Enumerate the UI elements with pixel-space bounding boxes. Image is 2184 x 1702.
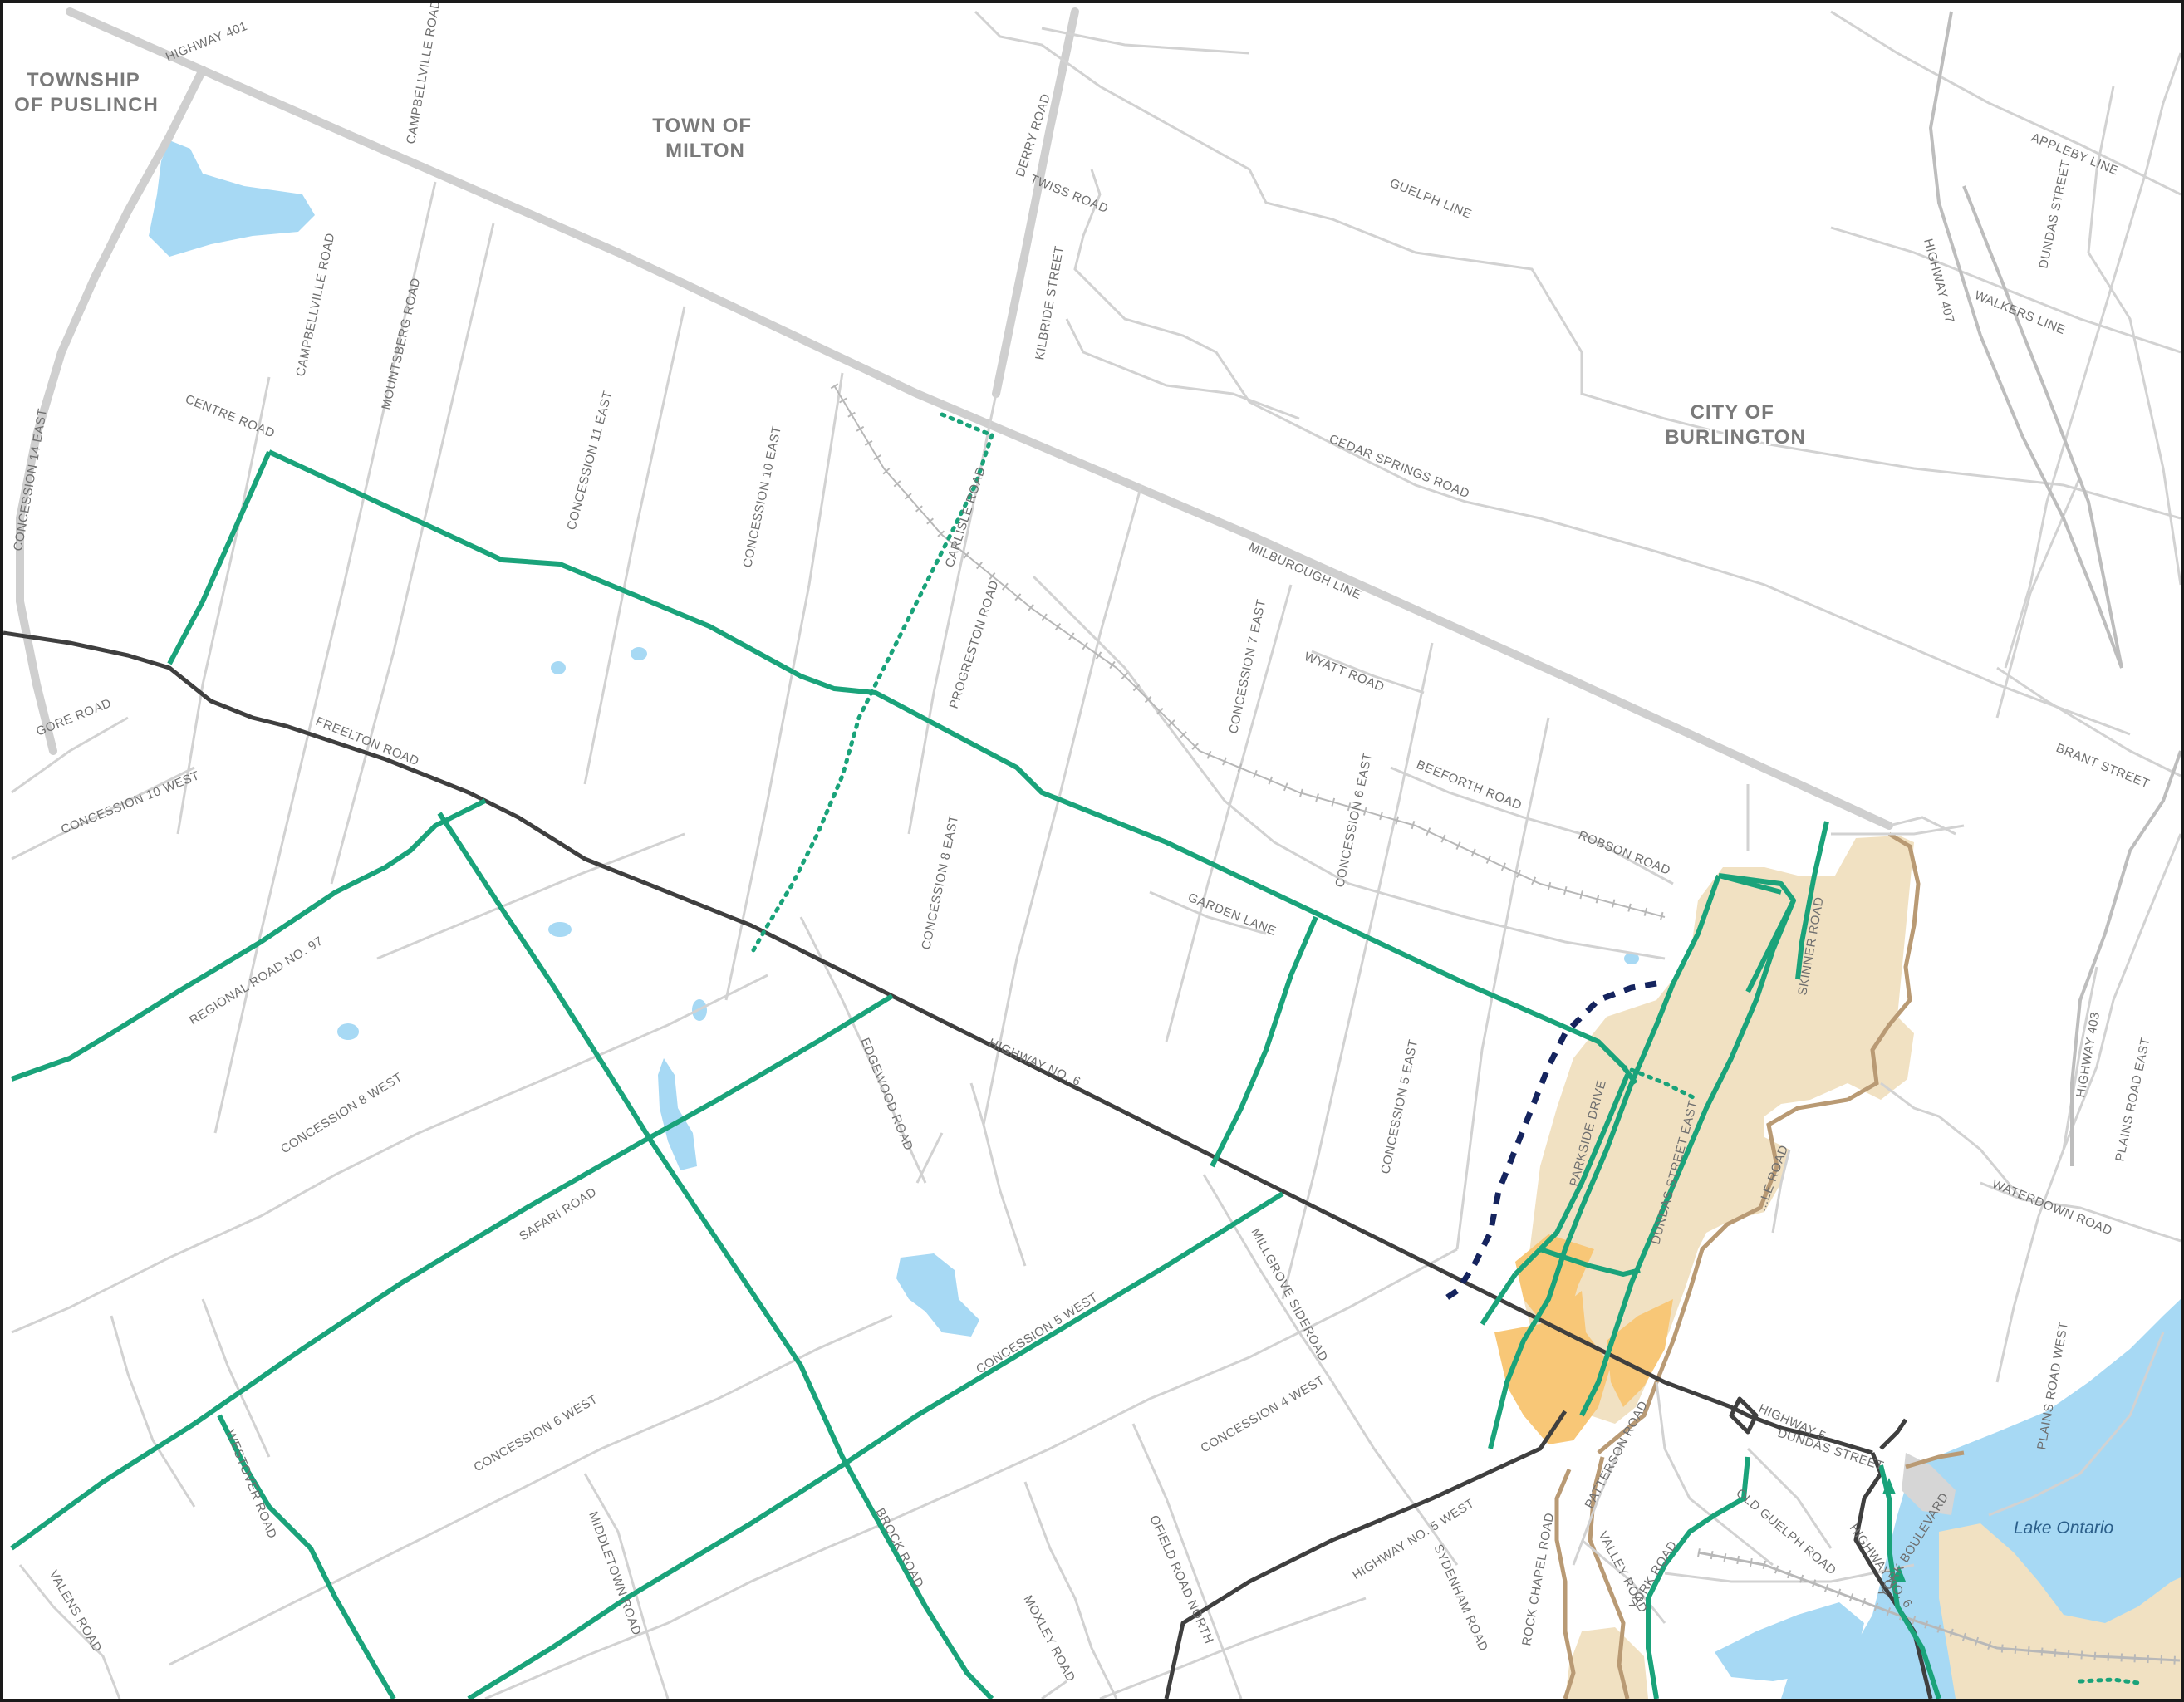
puslinch-boundary [16, 66, 207, 755]
grey-urban-strip [1902, 1453, 1956, 1515]
derry-boundary [992, 7, 1079, 398]
pond-small-5 [551, 661, 566, 674]
milton-burlington-boundary [66, 7, 1893, 830]
label-concession-10-west: CONCESSION 10 WEST [59, 768, 202, 837]
muni-label-burlington: CITY OF BURLINGTON [1665, 401, 1806, 449]
label-concession-7-east: CONCESSION 7 EAST [1226, 598, 1269, 735]
label-dundas-street-n: DUNDAS STREET [2036, 159, 2073, 270]
label-waterdown-road: WATERDOWN ROAD [1990, 1177, 2115, 1238]
label-appleby-line: APPLEBY LINE [2029, 130, 2121, 179]
urban-area-waterdown [1524, 836, 1914, 1424]
pond-creek [658, 1058, 697, 1170]
pond-north [149, 140, 315, 257]
label-cedar-springs-road: CEDAR SPRINGS ROAD [1328, 432, 1472, 501]
rail-line [830, 383, 2181, 1665]
lake-ontario [1781, 1299, 2181, 1699]
green-routes [10, 449, 1941, 1699]
label-plains-road-east: PLAINS ROAD EAST [2113, 1036, 2152, 1162]
municipal-boundaries [16, 7, 1893, 830]
pond-small-1 [548, 922, 572, 937]
label-millgrove-sideroad: MILLGROVE SIDEROAD [1248, 1226, 1330, 1364]
harbour-inlet [1715, 1602, 1864, 1681]
label-kilbride-street: KILBRIDE STREET [1033, 245, 1067, 361]
label-wyatt-road: WYATT ROAD [1303, 650, 1386, 694]
municipality-labels: TOWNSHIP OF PUSLINCH TOWN OF MILTON CITY… [12, 67, 1807, 450]
label-valens-road: VALENS ROAD [47, 1568, 105, 1655]
pond-east-lake [896, 1253, 979, 1337]
label-concession-10-east: CONCESSION 10 EAST [740, 424, 784, 569]
lake-ontario-label: Lake Ontario [2014, 1518, 2114, 1538]
arrow-up-icon-2 [1892, 1565, 1906, 1582]
orange-area-2 [1494, 1291, 1611, 1444]
pond-small-2 [337, 1023, 359, 1040]
label-highway-no-5-west: HIGHWAY NO. 5 WEST [1350, 1496, 1477, 1582]
label-concession-4-west: CONCESSION 4 WEST [1199, 1373, 1328, 1455]
label-guelph-line: GUELPH LINE [1388, 176, 1474, 222]
label-concession-5-east: CONCESSION 5 EAST [1378, 1038, 1421, 1175]
pond-small-6 [1624, 953, 1639, 964]
label-rock-chapel-road: ROCK CHAPEL ROAD [1519, 1512, 1557, 1647]
label-concession-5-west: CONCESSION 5 WEST [974, 1290, 1101, 1376]
label-centre-road: CENTRE ROAD [184, 392, 277, 441]
label-progreston-road: PROGRESTON ROAD [947, 578, 1002, 710]
label-sydenham-road: SYDENHAM ROAD [1431, 1543, 1490, 1654]
label-safari-road: SAFARI ROAD [517, 1185, 599, 1244]
settlement-areas [1494, 836, 2181, 1699]
muni-label-milton: TOWN OF MILTON [652, 115, 758, 162]
urban-area-south [1565, 1627, 1648, 1699]
label-campbellville-road-n: CAMPBELLVILLE ROAD [404, 3, 443, 145]
interchange-arrows [1882, 1478, 1906, 1582]
map-canvas: TOWNSHIP OF PUSLINCH TOWN OF MILTON CITY… [3, 3, 2181, 1699]
label-edgewood-road: EDGEWOOD ROAD [857, 1036, 915, 1153]
pond-small-4 [631, 647, 647, 660]
label-concession-11-east: CONCESSION 11 EAST [564, 390, 615, 532]
label-milburough-line: MILBUROUGH LINE [1246, 540, 1363, 602]
label-concession-8-east: CONCESSION 8 EAST [919, 814, 961, 951]
label-highway-401: HIGHWAY 401 [164, 19, 249, 65]
arrow-up-icon-1 [1882, 1478, 1896, 1494]
muni-label-puslinch: TOWNSHIP OF PUSLINCH [14, 69, 159, 116]
orange-area-3 [1607, 1299, 1673, 1407]
label-campbellville-road: CAMPBELLVILLE ROAD [293, 232, 337, 378]
label-concession-8-west: CONCESSION 8 WEST [278, 1070, 405, 1156]
highway-403 [2070, 750, 2181, 1166]
water-bodies [149, 140, 2181, 1699]
label-concession-6-east: CONCESSION 6 EAST [1332, 752, 1375, 889]
label-highway-407: HIGHWAY 407 [1921, 238, 1956, 325]
label-moxley-road: MOXLEY ROAD [1020, 1593, 1077, 1685]
label-concession-6-west: CONCESSION 6 WEST [472, 1392, 601, 1474]
label-brock-road: BROCK ROAD [872, 1506, 926, 1590]
label-westover-road: WESTOVER ROAD [223, 1428, 279, 1541]
freeways [1928, 11, 2181, 1166]
label-highway-no-6: HIGHWAY NO. 6 [986, 1036, 1082, 1089]
escarpment-edge [1554, 831, 1965, 1699]
label-brant-street: BRANT STREET [2054, 741, 2152, 792]
label-concession-14-east: CONCESSION 14 EAST [11, 407, 50, 552]
urban-area-aldershot [1939, 1523, 2181, 1699]
dotted-green-routes [748, 412, 2141, 1685]
label-old-guelph-road: OLD GUELPH ROAD [1733, 1486, 1838, 1578]
label-mountsberg-road: MOUNTSBERG ROAD [379, 277, 423, 411]
highway-407 [1928, 11, 2123, 669]
label-robson-road: ROBSON ROAD [1577, 828, 1673, 878]
